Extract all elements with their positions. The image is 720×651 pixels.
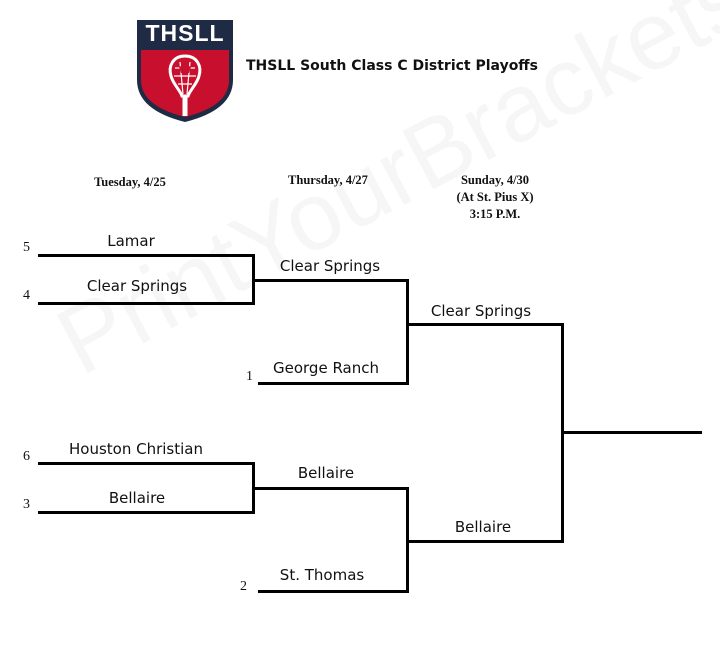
bracket-line [258,590,408,593]
thsll-logo [137,20,233,122]
bracket-connector [252,462,255,514]
texas-shape-icon [179,64,191,73]
page-title: THSLL South Class C District Playoffs [246,58,538,74]
team-name: Bellaire [297,464,355,482]
team-name: George Ranch [273,359,379,377]
bracket-line [408,323,563,326]
seed-number: 5 [23,240,30,255]
champion-line [561,431,702,434]
seed-number: 3 [23,497,30,512]
bracket-line [38,254,254,257]
seed-number: 2 [240,579,247,594]
bracket-line [38,302,254,305]
team-name: St. Thomas [279,566,365,584]
round-3-time: 3:15 P.M. [469,207,521,221]
team-name: Lamar [107,232,155,250]
logo-text: THSLL [145,20,225,46]
seed-number: 1 [246,369,253,384]
round-3-label: Sunday, 4/30 (At St. Pius X) 3:15 P.M. [430,172,560,223]
seed-number: 4 [23,288,30,303]
seed-number: 6 [23,449,30,464]
team-name: Clear Springs [430,302,532,320]
round-3-date: Sunday, 4/30 [460,173,530,187]
team-name: Clear Springs [86,277,188,295]
bracket-connector [252,254,255,305]
bracket-line [258,382,408,385]
round-2-label: Thursday, 4/27 [288,173,368,187]
team-name: Houston Christian [69,440,203,458]
bracket-connector [406,279,409,385]
bracket-line [254,487,408,490]
bracket-line [408,540,563,543]
team-name: Bellaire [454,518,512,536]
bracket-line [38,462,254,465]
round-1-label: Tuesday, 4/25 [94,175,166,189]
bracket-line [254,279,408,282]
bracket-connector [406,487,409,593]
team-name: Clear Springs [279,257,381,275]
team-name: Bellaire [108,489,166,507]
bracket-line [38,511,254,514]
round-3-venue: (At St. Pius X) [456,190,534,204]
